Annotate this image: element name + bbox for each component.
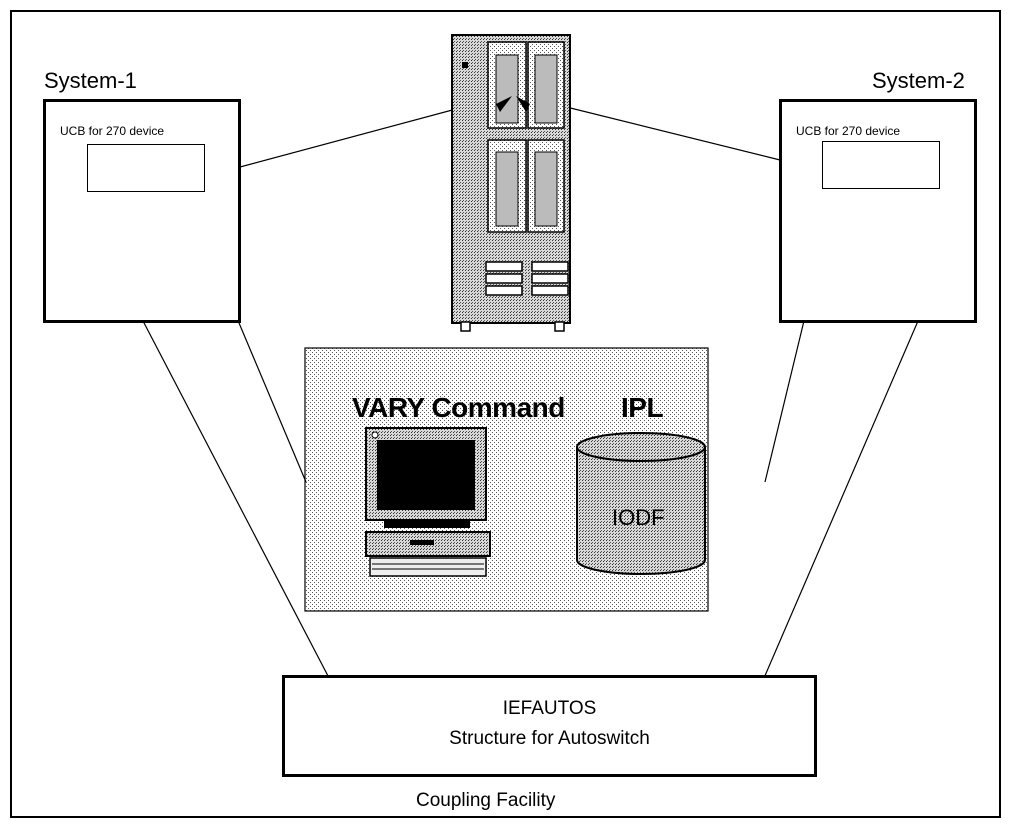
- structure-title: IEFAUTOS: [502, 698, 597, 719]
- monitor-icon: [365, 427, 491, 577]
- arrow-system2-to-structure: [743, 269, 941, 724]
- system2-label: System-2: [872, 68, 965, 93]
- ipl-label: IPL: [621, 392, 664, 423]
- system2-box: UCB for 270 device: [779, 99, 977, 323]
- system1-ucb-label: UCB for 270 device: [60, 124, 165, 138]
- server-tower-icon: [451, 34, 571, 332]
- system1-ucb-field: [87, 144, 205, 192]
- system2-ucb-field: [822, 141, 940, 189]
- structure-subtitle: Structure for Autoswitch: [449, 728, 650, 749]
- arrow-system1-to-structure: [129, 295, 353, 724]
- system1-box: UCB for 270 device: [43, 99, 241, 323]
- iefautos-structure-box: IEFAUTOS Structure for Autoswitch: [282, 675, 817, 777]
- iodf-cylinder-icon: [576, 432, 706, 575]
- tower-link-system2: [529, 97, 781, 161]
- coupling-facility-caption: Coupling Facility: [416, 790, 556, 811]
- system2-ucb-label: UCB for 270 device: [796, 124, 901, 138]
- vary-command-label: VARY Command: [352, 392, 565, 423]
- iodf-label: IODF: [612, 505, 665, 530]
- system1-label: System-1: [44, 68, 137, 93]
